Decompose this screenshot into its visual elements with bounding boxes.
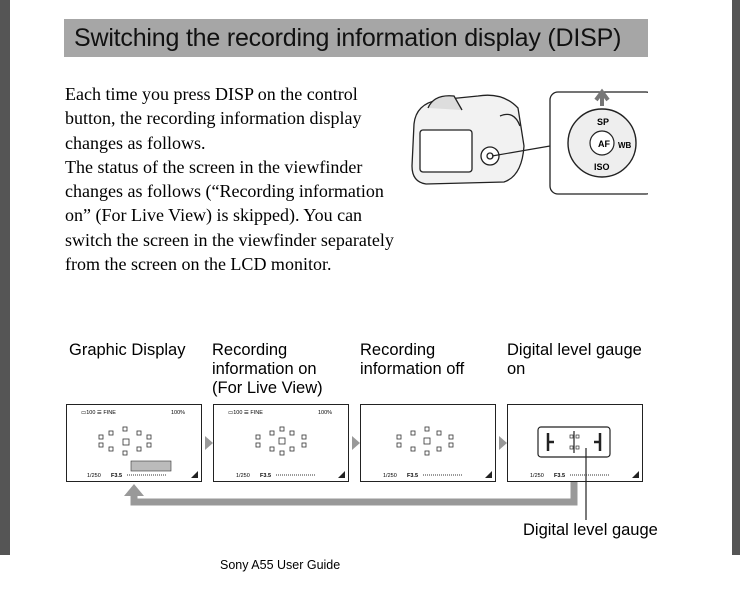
screen-info-on: ▭100 ☰ FINE 100% 1/250 F3.5 (213, 404, 349, 482)
screen-shutter-text: 1/250 (383, 473, 397, 479)
page-footer: Sony A55 User Guide (220, 558, 341, 572)
dial-iso-label: ISO (594, 162, 610, 172)
stage-label-info-off: Recording information off (360, 341, 465, 378)
screen-aperture-text: F3.5 (260, 473, 271, 479)
graphic-scale-icon (130, 460, 172, 472)
return-arrow-icon (124, 482, 578, 506)
body-text: Each time you press DISP on the control … (65, 82, 395, 276)
right-page-border (732, 0, 740, 555)
stage-label-level-gauge: Digital level gauge on (507, 341, 642, 378)
callout-line (491, 145, 551, 157)
af-points-icon (255, 426, 307, 456)
left-page-border (0, 0, 10, 555)
screen-aperture-text: F3.5 (554, 473, 565, 479)
screen-top-left-text: ▭100 ☰ FINE (228, 409, 263, 416)
screen-graphic-display: ▭100 ☰ FINE 100% 1/250 F3.5 (66, 404, 202, 482)
screen-shutter-text: 1/250 (530, 473, 544, 479)
gauge-callout-label: Digital level gauge (523, 521, 658, 539)
return-arrow-overlay (124, 448, 587, 520)
dial-sp-label: SP (597, 117, 609, 127)
control-dial-icon (567, 88, 637, 178)
paragraph-disp: Each time you press DISP on the control … (65, 84, 362, 153)
camera-illustration: AF SP WB ISO (408, 86, 655, 196)
arrow-right-icon (499, 436, 507, 450)
screen-top-right-text: 100% (318, 410, 332, 416)
stage-label-graphic: Graphic Display (69, 341, 186, 359)
af-points-icon (396, 426, 454, 456)
screen-aperture-text: F3.5 (111, 473, 122, 479)
arrow-right-icon (205, 436, 213, 450)
screen-info-off: 1/250 F3.5 (360, 404, 496, 482)
screen-top-right-text: 100% (171, 410, 185, 416)
dial-wb-label: WB (618, 141, 632, 150)
stage-label-info-on: Recording information on (For Live View) (212, 341, 323, 397)
section-heading: Switching the recording information disp… (64, 19, 648, 57)
dial-af-label: AF (598, 139, 610, 149)
screen-shutter-text: 1/250 (236, 473, 250, 479)
screen-aperture-text: F3.5 (407, 473, 418, 479)
camera-body-icon (411, 94, 525, 185)
manual-page: Switching the recording information disp… (10, 0, 732, 555)
screen-top-left-text: ▭100 ☰ FINE (81, 409, 116, 416)
screen-level-gauge: 1/250 F3.5 (507, 404, 643, 482)
paragraph-viewfinder: The status of the screen in the viewfind… (65, 156, 394, 275)
screen-shutter-text: 1/250 (87, 473, 101, 479)
af-points-icon (98, 426, 152, 456)
arrow-right-icon (352, 436, 360, 450)
